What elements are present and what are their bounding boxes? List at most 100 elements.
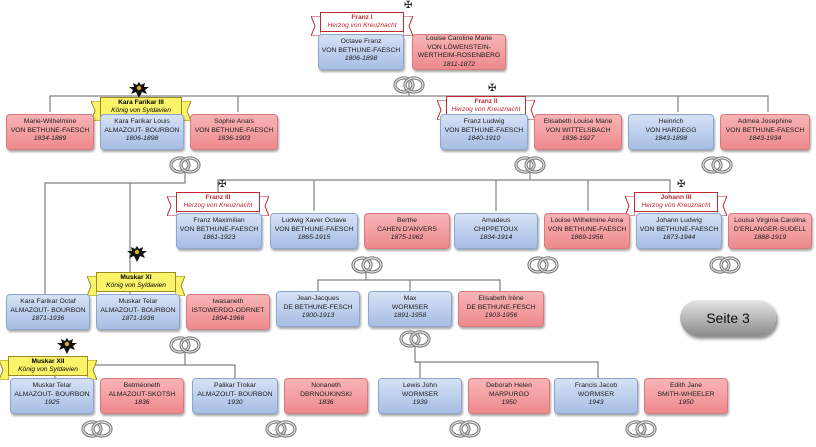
- person-box[interactable]: Betméoneth ALMAZOUT-SKOTSH 1836: [100, 378, 184, 414]
- person-box[interactable]: Francis Jacob WORMSER 1943: [554, 378, 638, 414]
- person-box[interactable]: Iwasaneth ISTOWERDO-ODRNET 1894-1966: [186, 294, 270, 330]
- person-box[interactable]: Lewis John WORMSER 1939: [378, 378, 462, 414]
- person-box[interactable]: Louise Wilhelmine Anna VON BETHUNE-FAESC…: [544, 213, 630, 249]
- person-box[interactable]: Jean-Jacques DE BETHUNE-FESCH 1900-1913: [276, 291, 360, 327]
- person-dates: 1843-1898: [654, 135, 688, 143]
- person-dates: 1950: [678, 399, 694, 407]
- wedding-rings-icon: [448, 420, 482, 438]
- person-box[interactable]: Heinrich VON HARDEGG 1843-1898: [628, 114, 714, 150]
- page-label[interactable]: Seite 3: [680, 300, 776, 336]
- person-family: CHIPPETOUX: [473, 225, 519, 233]
- person-dates: 1836: [318, 399, 334, 407]
- title-name: Muskar XII: [31, 358, 65, 365]
- person-family: ALMAZOUT- BOURBON: [197, 390, 273, 398]
- ribbon-tail: [86, 359, 98, 385]
- person-box[interactable]: Sophie Anaïs VON BETHUNE-FAESCH 1836-190…: [190, 114, 278, 150]
- person-box[interactable]: Muskar Telar ALMAZOUT- BOURBON 1871-1936: [96, 294, 180, 330]
- cross-icon: ✠: [218, 179, 227, 190]
- person-family: ALMAZOUT-SKOTSH: [108, 390, 176, 398]
- title-banner-johann-iii: Johann III Herzog von Kreuznacht: [634, 192, 718, 212]
- person-name: Octave Franz: [340, 38, 382, 45]
- eagle-crest-icon: [56, 336, 78, 361]
- person-dates: 1811-1872: [443, 60, 475, 68]
- person-name: Amadeus: [481, 217, 511, 224]
- person-dates: 1836: [134, 399, 150, 407]
- eagle-crest-icon: [128, 80, 150, 105]
- person-family: MARPURGO: [488, 390, 530, 398]
- wedding-rings-icon: [168, 156, 202, 174]
- person-name: Betméoneth: [123, 382, 161, 389]
- person-dates: 1836-1903: [217, 135, 251, 143]
- person-name: Muskar Telar: [32, 382, 72, 389]
- person-box[interactable]: Marie-Wilhelmine VON BETHUNE-FAESCH 1834…: [6, 114, 94, 150]
- person-box[interactable]: Deborah Helen MARPURGO 1950: [468, 378, 550, 414]
- wedding-rings-icon: [80, 420, 114, 438]
- person-box[interactable]: Louise Caroline Marie VON LÖWENSTEIN- WE…: [412, 34, 506, 70]
- person-family: ALMAZOUT- BOURBON: [10, 306, 86, 314]
- title-name: Muskar XI: [120, 274, 152, 281]
- title-name: Kara Farikar III: [118, 99, 164, 106]
- title-banner-franz-iii: Franz III Herzog von Kreuznacht: [176, 192, 260, 212]
- person-family: ALMAZOUT- BOURBON: [104, 126, 180, 134]
- person-box[interactable]: Kara Farikar Octaf ALMAZOUT- BOURBON 187…: [6, 294, 90, 330]
- cross-icon: ✠: [677, 179, 686, 190]
- person-family: ISTOWERDO-ODRNET: [191, 306, 265, 314]
- person-box[interactable]: Berthe CAHEN D'ANVERS 1875-1962: [364, 213, 450, 249]
- person-box[interactable]: Ludwig Xaver Octave VON BETHUNE-FAESCH 1…: [270, 213, 358, 249]
- person-name: Kara Farikar Octaf: [20, 298, 76, 305]
- title-sub: Herzog von Kreuznacht: [327, 22, 397, 29]
- person-box[interactable]: Max WORMSER 1891-1958: [368, 291, 452, 327]
- person-box[interactable]: Elisabeth Irène DE BETHUNE-FESCH 1903-19…: [458, 291, 544, 327]
- person-box[interactable]: Palikar Trokar ALMAZOUT- BOURBON 1930: [192, 378, 278, 414]
- person-name: Ludwig Xaver Octave: [281, 217, 347, 224]
- person-box[interactable]: Johann Ludwig VON BETHUNE-FAESCH 1873-19…: [636, 213, 722, 249]
- person-box[interactable]: Admea Josephine VON BETHUNE-FAESCH 1843-…: [720, 114, 810, 150]
- person-dates: 1903-1956: [484, 312, 518, 320]
- person-family: DE BETHUNE-FESCH: [283, 303, 353, 311]
- eagle-crest-icon: [126, 244, 148, 269]
- person-family: DE BETHUNE-FESCH: [466, 303, 536, 311]
- person-dates: 1943: [588, 399, 604, 407]
- person-name: Heinrich: [658, 118, 684, 125]
- person-dates: 1891-1958: [393, 312, 427, 320]
- person-name: Max: [403, 295, 417, 302]
- wedding-rings-icon: [513, 156, 547, 174]
- wedding-rings-icon: [392, 76, 426, 94]
- person-family: VON BETHUNE-FAESCH: [444, 126, 524, 134]
- person-dates: 1806-1898: [344, 55, 378, 63]
- person-family: CAHEN D'ANVERS: [377, 225, 437, 233]
- title-banner-muskar-xii: Muskar XII König von Syldavien: [8, 356, 88, 376]
- person-family: D'ERLANGER-SUDELL: [733, 225, 807, 233]
- person-box[interactable]: Kara Farikar Louis ALMAZOUT- BOURBON 180…: [100, 114, 184, 150]
- wedding-rings-icon: [350, 256, 384, 274]
- person-dates: 1873-1944: [662, 234, 696, 242]
- person-dates: 1875-1962: [390, 234, 424, 242]
- person-family: VON BETHUNE-FAESCH: [321, 46, 401, 54]
- person-box[interactable]: Muskar Telar ALMAZOUT- BOURBON 1925: [10, 378, 94, 414]
- person-family: VON BETHUNE-FAESCH: [10, 126, 90, 134]
- person-box[interactable]: Franz Maximilian VON BETHUNE-FAESCH 1861…: [176, 213, 262, 249]
- person-name: Louise Caroline Marie: [425, 35, 493, 42]
- person-name: Elisabeth Louise Marie: [543, 118, 613, 125]
- person-box[interactable]: Amadeus CHIPPETOUX 1834-1914: [454, 213, 538, 249]
- person-name: Lewis John: [402, 382, 437, 389]
- person-name: Johann Ludwig: [656, 217, 702, 224]
- person-dates: 1939: [412, 399, 428, 407]
- cross-icon: ✠: [488, 83, 497, 94]
- person-box[interactable]: Edith Jane SMITH-WHEELER 1950: [644, 378, 728, 414]
- person-name: Marie-Wilhelmine: [23, 118, 77, 125]
- person-dates: 1869-1956: [570, 234, 604, 242]
- person-box[interactable]: Louisa Virginia Carolina D'ERLANGER-SUDE…: [728, 213, 812, 249]
- title-sub: Herzog von Kreuznacht: [641, 202, 711, 209]
- person-family: WORMSER: [577, 390, 615, 398]
- title-banner-muskar-xi: Muskar XI König von Syldavien: [96, 272, 176, 292]
- person-dates: 1900-1913: [301, 312, 335, 320]
- person-box[interactable]: Elisabeth Louise Marie VON WITTELSBACH 1…: [534, 114, 622, 150]
- person-dates: 1840-1910: [467, 135, 501, 143]
- person-box[interactable]: Octave Franz VON BETHUNE-FAESCH 1806-189…: [318, 34, 404, 70]
- title-name: Franz I: [351, 14, 373, 21]
- person-box[interactable]: Nonaneth DBRNOUKINSKI 1836: [284, 378, 368, 414]
- person-box[interactable]: Franz Ludwig VON BETHUNE-FAESCH 1840-191…: [440, 114, 528, 150]
- person-family: WORMSER: [401, 390, 439, 398]
